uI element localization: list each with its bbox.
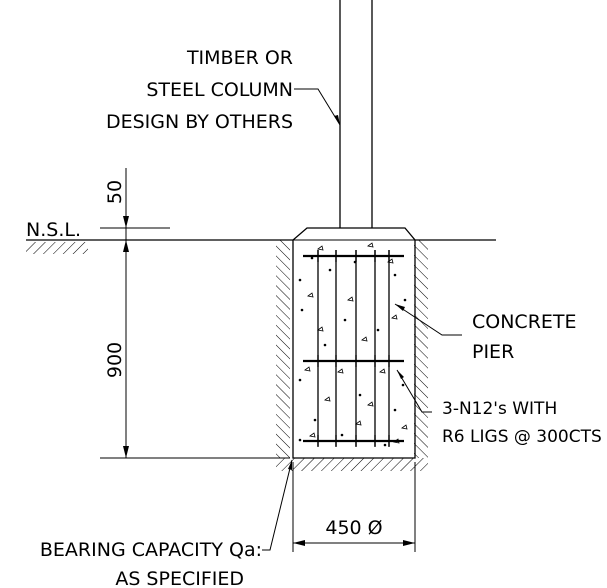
excavation-hatching [276,240,428,471]
rebar-label-line1: 3-N12's WITH [442,399,557,419]
column-label-line1: TIMBER OR [186,47,293,69]
ground-hatch-left [26,242,88,254]
nsl-label: N.S.L. [26,219,81,241]
annotations: TIMBER OR STEEL COLUMN DESIGN BY OTHERS … [26,47,602,588]
width-dimension [292,462,416,552]
dim-450-label: 450 Ø [325,517,382,539]
concrete-label-line2: PIER [472,341,514,363]
dim-900-label: 900 [104,342,126,378]
bearing-label-line2: AS SPECIFIED [115,568,244,588]
column-label-line2: STEEL COLUMN [146,79,293,101]
hatch-left-wall [276,240,290,458]
natural-surface-level [26,239,496,254]
vertical-dimensions [100,168,290,459]
hatch-base [276,458,428,471]
column [339,0,373,228]
hatch-right-wall [414,240,428,458]
dim-50-label: 50 [104,180,126,204]
leaders [262,88,462,551]
rebar-label-line2: R6 LIGS @ 300CTS [442,427,602,447]
bearing-label-line1: BEARING CAPACITY Qa: [40,539,262,561]
concrete-label-line1: CONCRETE [472,311,577,333]
column-label-line3: DESIGN BY OTHERS [106,111,293,133]
concrete-aggregate [298,242,408,447]
concrete-pier [292,227,416,459]
reinforcement [303,250,404,447]
